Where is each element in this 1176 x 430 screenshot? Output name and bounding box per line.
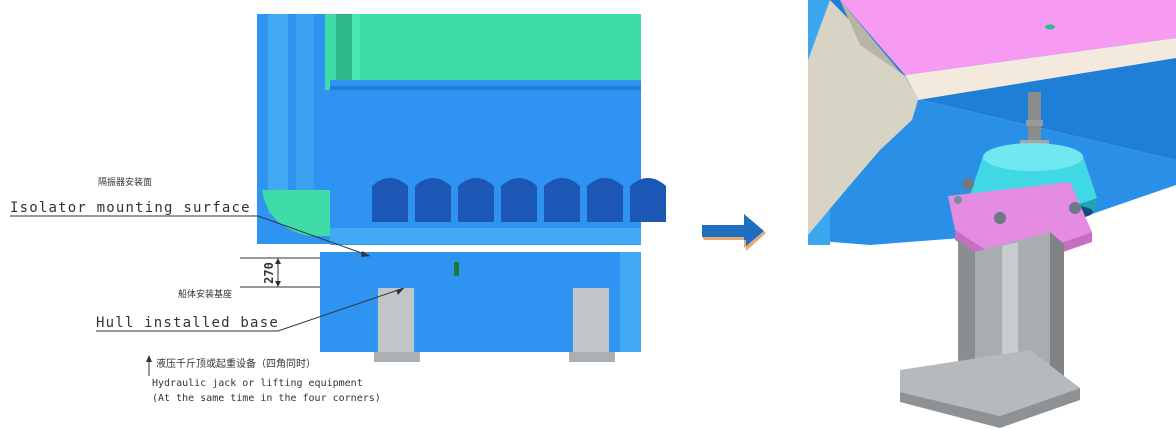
jack-label-en-line2: (At the same time in the four corners) [152,393,381,404]
isolator-label-cn: 隔振器安装面 [98,176,152,188]
arch-port [587,178,623,222]
wedge-support [808,0,918,235]
arch-port [372,178,408,222]
isolator-cone-top [983,143,1083,171]
hull-label-en: Hull installed base [96,315,279,331]
arch-port [458,178,494,222]
hull-base-right-side [620,252,641,352]
transition-arrow-icon [702,214,766,251]
pedestal-column-right [1050,232,1064,385]
arch-port [501,178,537,222]
jack-right [569,288,615,362]
frame-top-edge [330,86,641,90]
machine-body-left-strip [268,14,288,214]
jack-label-cn: 液压千斤顶或起重设备（四角同时） [156,357,316,370]
bolt-icon [954,196,962,204]
jack-note-arrow-head [146,355,152,362]
bolt-icon [962,178,974,190]
mounting-plate-edge [905,38,1176,100]
frame-bottom-flange [330,228,641,244]
upper-housing-rib2 [352,14,360,90]
machine-body-left-strip2 [296,14,314,219]
rod-nut-upper [1026,120,1043,126]
arch-port [630,178,666,222]
pedestal-base-plate-edge [900,388,1080,428]
arch-port [544,178,580,222]
upper-housing [325,14,641,90]
plate-hole [1045,24,1055,30]
dimension-270: 270 [240,257,320,288]
arch-row [372,178,666,222]
upper-housing-rib [336,14,352,90]
hull-leader-arrow [396,288,404,295]
jack-label-en-line1: Hydraulic jack or lifting equipment [152,378,363,389]
pedestal-base-plate [900,350,1080,416]
dimension-value: 270 [262,262,276,284]
arch-port [415,178,451,222]
mounting-plate-top [840,0,1176,75]
jack-note: 液压千斤顶或起重设备（四角同时） Hydraulic jack or lifti… [146,355,381,404]
elevation-drawing: 270 隔振器安装面 Isolator mounting surface 船体安… [10,14,666,404]
isolator-label-en: Isolator mounting surface [10,200,251,216]
bolt-icon [994,212,1006,224]
isolator-gap [300,246,641,252]
jack-left [374,288,420,362]
hull-base-marker [454,262,459,276]
hull-label-cn: 船体安装基座 [178,288,232,300]
isolator-leader-line [10,215,371,257]
isolator-3d-view [808,0,1176,428]
hull-leader-line [96,287,405,332]
machine-body-corner [262,190,330,236]
bolt-icon [1069,202,1081,214]
isolator-leader-arrow [361,251,370,257]
